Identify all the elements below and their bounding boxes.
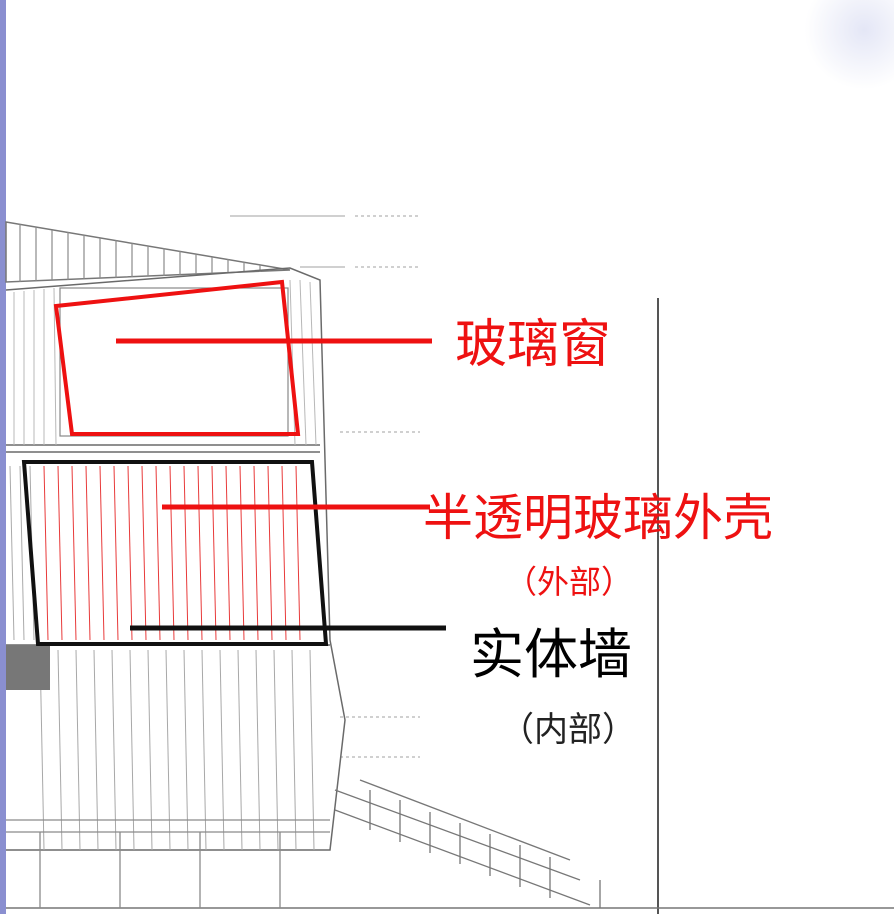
base-structure	[6, 819, 330, 908]
solid-wall-label: 实体墙	[470, 623, 632, 686]
level-marks	[230, 215, 420, 758]
translucent-shell-label: 半透明玻璃外壳	[423, 489, 773, 547]
drawing-window-frame	[59, 287, 289, 437]
glass-window-label: 玻璃窗	[455, 315, 612, 375]
roof-hatching	[5, 221, 291, 283]
slide-accent-bar	[0, 0, 6, 914]
stair	[334, 779, 601, 908]
translucent-shell-lines	[43, 465, 301, 641]
upper-wall-hatching	[13, 279, 317, 446]
dark-ledge	[6, 645, 50, 690]
solid-wall-note: （内部）	[500, 710, 636, 750]
translucent-shell-note: （外部）	[505, 563, 634, 601]
wall-highlight-box	[21, 460, 329, 646]
window-highlight-box	[53, 279, 301, 436]
